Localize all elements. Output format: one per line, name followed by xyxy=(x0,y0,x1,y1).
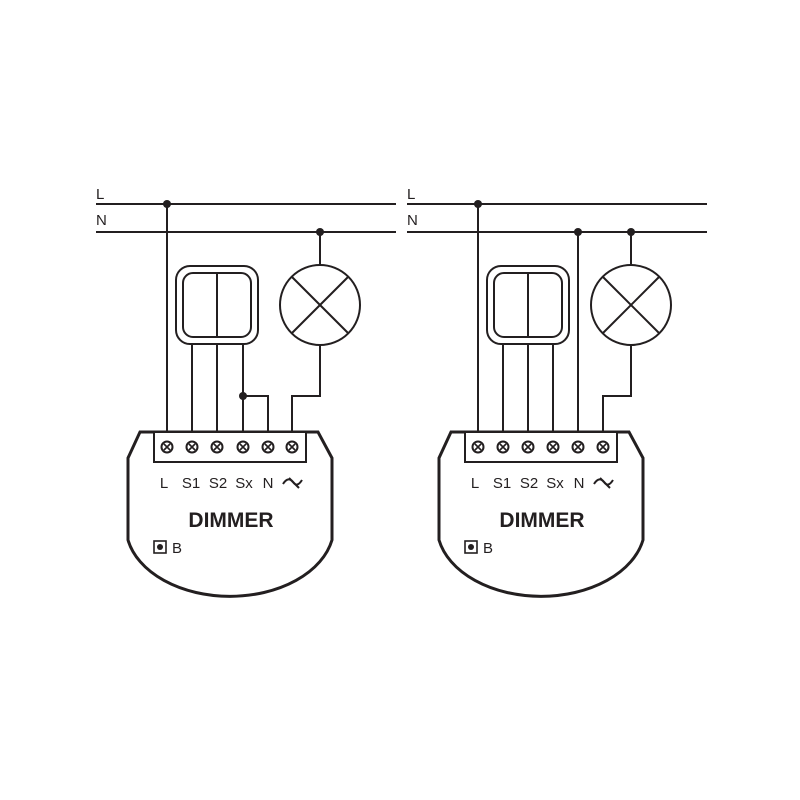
terminal-screw-icon xyxy=(160,440,174,454)
service-button: B xyxy=(464,540,493,557)
service-button: B xyxy=(153,540,182,557)
connection-wires xyxy=(166,204,321,432)
connection-wires xyxy=(477,204,632,432)
dimmer-diagram-without-neutral: L N xyxy=(96,186,396,598)
terminal-screw-icon xyxy=(261,440,275,454)
dimmable-load-output-icon xyxy=(282,477,303,489)
live-line-label: L xyxy=(407,186,415,203)
dimmer-module xyxy=(126,430,334,598)
lamp-icon xyxy=(590,264,672,346)
terminal-label-s2: S2 xyxy=(520,475,538,492)
terminal-labels: L S1 S2 Sx N xyxy=(471,475,614,492)
button-label: B xyxy=(483,540,493,557)
terminal-screw-icon xyxy=(210,440,224,454)
live-line-label: L xyxy=(96,186,104,203)
terminal-screw-icon xyxy=(285,440,299,454)
terminal-label-n: N xyxy=(574,475,585,492)
module-title: DIMMER xyxy=(188,509,273,532)
double-switch-icon xyxy=(486,265,570,345)
double-switch-icon xyxy=(175,265,259,345)
terminal-label-s1: S1 xyxy=(493,475,511,492)
terminal-label-n: N xyxy=(263,475,274,492)
dimmer-module xyxy=(437,430,645,598)
module-title: DIMMER xyxy=(499,509,584,532)
terminal-screw-icon xyxy=(596,440,610,454)
terminal-label-s1: S1 xyxy=(182,475,200,492)
terminal-screw-icon xyxy=(521,440,535,454)
terminal-screw-icon xyxy=(185,440,199,454)
neutral-line-label: N xyxy=(96,212,107,229)
terminal-screws xyxy=(160,440,299,454)
neutral-line-label: N xyxy=(407,212,418,229)
terminal-label-s2: S2 xyxy=(209,475,227,492)
terminal-label-l: L xyxy=(160,475,168,492)
lamp-icon xyxy=(279,264,361,346)
terminal-screw-icon xyxy=(546,440,560,454)
terminal-label-sx: Sx xyxy=(235,475,253,492)
terminal-label-l: L xyxy=(471,475,479,492)
terminal-screw-icon xyxy=(496,440,510,454)
terminal-screw-icon xyxy=(471,440,485,454)
terminal-labels: L S1 S2 Sx N xyxy=(160,475,303,492)
button-label: B xyxy=(172,540,182,557)
dimmable-load-output-icon xyxy=(593,477,614,489)
terminal-screw-icon xyxy=(236,440,250,454)
terminal-screws xyxy=(471,440,610,454)
terminal-label-sx: Sx xyxy=(546,475,564,492)
terminal-screw-icon xyxy=(571,440,585,454)
dimmer-diagram-with-neutral: L N xyxy=(407,186,707,598)
